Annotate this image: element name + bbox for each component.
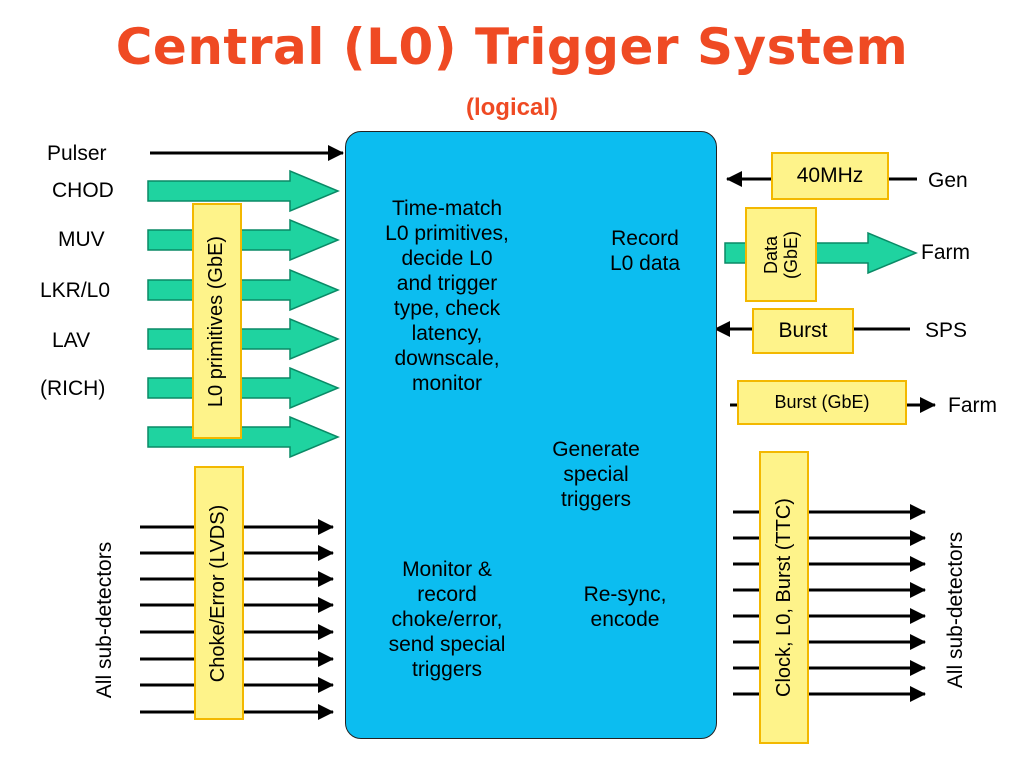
timematch-text: Time-match L0 primitives, decide L0 and … [385,197,509,395]
green-arrow-spare [147,415,340,459]
label-lkr: LKR/L0 [40,279,111,302]
page-subtitle: (logical) [465,94,558,121]
all-subdetectors-right-label: All sub-detectors [944,531,967,689]
green-arrow-muv [147,218,340,262]
all-subdetectors-right: All sub-detectors [940,510,972,710]
clock-40mhz-box: 40MHz [771,152,889,200]
burst-gbe-box: Burst (GbE) [737,380,907,425]
choke-box: Choke/Error (LVDS) [194,466,244,720]
generate-text: Generate special triggers [552,438,640,511]
all-subdetectors-left: All sub-detectors [90,520,120,720]
page-title: Central (L0) Trigger System [115,18,909,76]
label-lav: LAV [52,329,91,352]
label-farm-data: Farm [921,241,970,264]
label-rich: (RICH) [40,377,106,400]
data-gbe-box: Data (GbE) [745,207,817,302]
central-trigger-box [345,131,717,739]
label-gen: Gen [928,169,968,192]
label-sps: SPS [925,319,968,342]
primitives-box: L0 primitives (GbE) [192,203,242,439]
resync-text: Re-sync, encode [583,583,667,631]
green-arrow-rich [147,366,340,410]
label-farm-burst: Farm [948,394,997,417]
label-pulser: Pulser [47,142,107,165]
green-arrow-lkr [147,268,340,312]
data-gbe-label: Data (GbE) [760,230,801,279]
choke-label: Choke/Error (LVDS) [207,504,230,682]
primitive-arrows [147,169,340,459]
all-subdetectors-left-label: All sub-detectors [93,541,116,699]
ttc-label: Clock, L0, Burst (TTC) [772,498,795,697]
green-arrow-chod [147,169,340,213]
burst-box: Burst [752,308,854,354]
primitives-label: L0 primitives (GbE) [205,235,228,407]
label-chod: CHOD [52,179,114,202]
ttc-box: Clock, L0, Burst (TTC) [759,451,809,744]
green-arrow-lav [147,317,340,361]
label-muv: MUV [58,228,105,251]
record-text: Record L0 data [609,227,681,275]
monitor-text: Monitor & record choke/error, send speci… [388,558,506,681]
